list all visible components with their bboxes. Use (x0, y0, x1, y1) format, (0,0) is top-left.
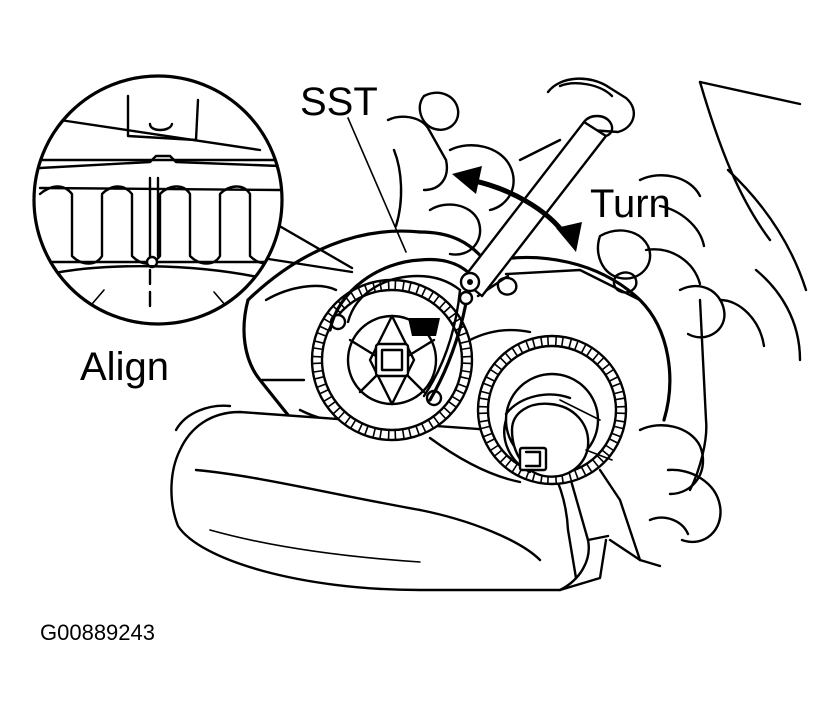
sprocket-tooth (511, 343, 524, 357)
sprocket-tooth (540, 335, 550, 348)
sprocket-tooth (613, 419, 626, 430)
sprocket-tooth (427, 415, 441, 430)
sprocket-tooth (554, 472, 564, 485)
sprocket-tooth (357, 422, 369, 436)
lower-cover-pad (170, 404, 610, 592)
sprocket-tooth (322, 395, 337, 409)
sprocket-tooth (608, 375, 622, 388)
sprocket-tooth (415, 422, 427, 436)
sprocket-tooth (401, 427, 412, 440)
align-label: Align (80, 345, 169, 389)
sprocket-tooth (447, 395, 462, 409)
sprocket-tooth (482, 432, 496, 445)
sprocket-tooth (601, 362, 615, 376)
sprocket-tooth (482, 375, 496, 388)
sprocket-tooth (477, 405, 489, 415)
sprocket-tooth (438, 406, 452, 420)
double-headed-curved-arrow-icon (452, 166, 582, 252)
sprocket-tooth (499, 454, 513, 469)
sprocket-tooth (525, 469, 536, 483)
sprocket-tooth (343, 415, 357, 430)
sprocket-tooth (478, 419, 491, 430)
sprocket-tooth (316, 325, 330, 337)
turn-label: Turn (590, 182, 671, 226)
sprocket-tooth (332, 406, 346, 420)
magnified-inset (32, 74, 284, 326)
sprocket-tooth (511, 463, 524, 477)
sprocket-tooth (357, 284, 369, 298)
sprocket-tooth (489, 444, 503, 458)
sprocket-tooth (580, 463, 593, 477)
engine-block-outline (242, 77, 808, 568)
sprocket-tooth (311, 355, 323, 365)
sprocket-tooth (415, 284, 427, 298)
sprocket-tooth (312, 369, 325, 380)
sprocket-tooth (322, 311, 337, 325)
sprocket-tooth (525, 337, 536, 351)
sprocket-tooth (489, 362, 503, 376)
figure-id-label: G00889243 (40, 620, 155, 645)
sprocket-tooth (401, 280, 412, 293)
sprocket-tooth (461, 355, 473, 365)
sst-label: SST (300, 80, 378, 124)
sprocket-tooth (554, 335, 564, 348)
sprocket-tooth (478, 390, 491, 401)
sprocket-tooth (312, 340, 325, 351)
sprocket-tooth (591, 351, 605, 366)
sprocket-tooth (608, 432, 622, 445)
sprocket-tooth (316, 383, 330, 395)
sprocket-tooth (615, 405, 627, 415)
sprocket-tooth (568, 337, 579, 351)
sprocket-tooth (580, 343, 593, 357)
sprocket-tooth (438, 300, 452, 314)
camshaft-sprocket-right (476, 334, 628, 486)
sprocket-tooth (454, 383, 468, 395)
sprocket-tooth (568, 469, 579, 483)
leader-lines (260, 117, 407, 274)
sprocket-tooth (427, 290, 441, 305)
sprocket-tooth (459, 340, 472, 351)
sprocket-tooth (613, 390, 626, 401)
sprocket-tooth (387, 429, 397, 441)
sprocket-tooth (459, 369, 472, 380)
sprocket-tooth (601, 444, 615, 458)
sprocket-tooth (540, 472, 550, 485)
sprocket-tooth (372, 427, 383, 440)
sprocket-tooth (591, 454, 605, 469)
timing-belt (428, 328, 532, 484)
sprocket-tooth (499, 351, 513, 366)
